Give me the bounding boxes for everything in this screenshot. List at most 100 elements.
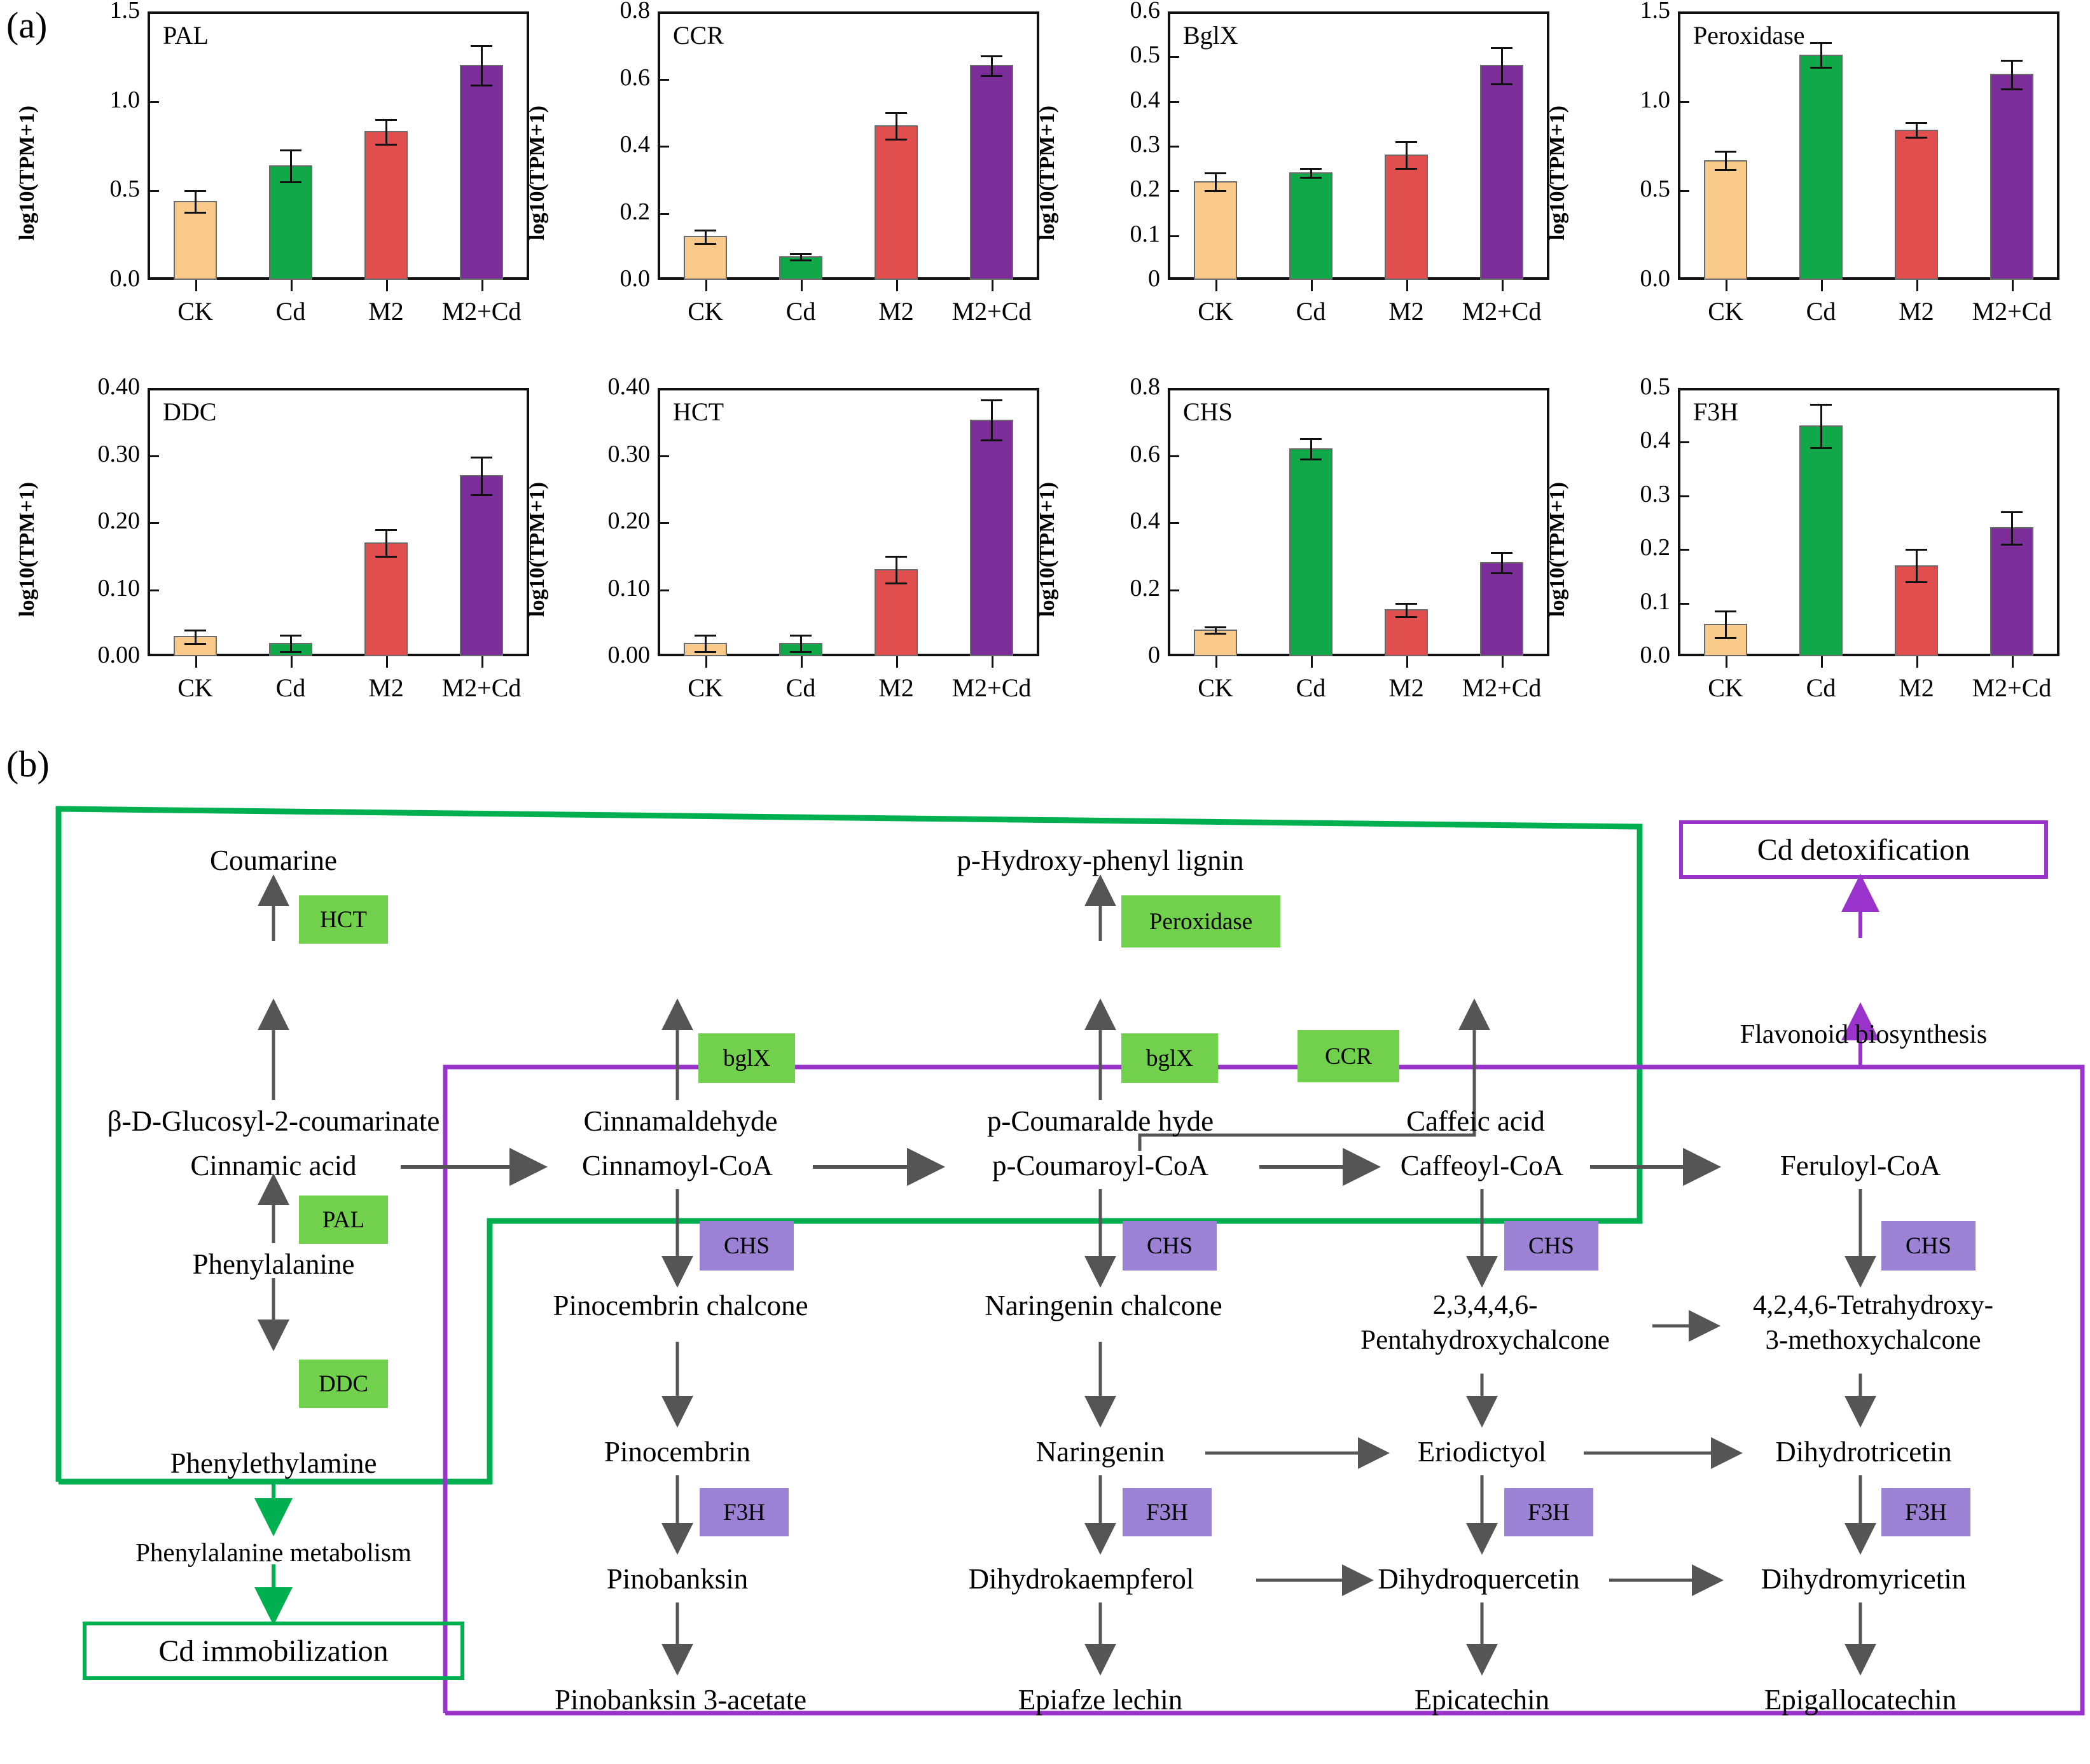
error-bar-cap bbox=[1395, 616, 1417, 618]
y-tick-mark bbox=[148, 388, 159, 390]
bar-m2-cd bbox=[1480, 562, 1523, 656]
enzyme-box-f3h-4[interactable]: F3H bbox=[1881, 1488, 1970, 1536]
pathway-diagram: Coumarine β-D-Glucosyl-2-coumarinate Cin… bbox=[0, 782, 2090, 1764]
enzyme-box-chs-1[interactable]: CHS bbox=[700, 1221, 794, 1271]
node-pinobanksin-3-acetate: Pinobanksin 3-acetate bbox=[554, 1684, 807, 1716]
y-tick-mark bbox=[1168, 455, 1179, 457]
enzyme-box-f3h-3[interactable]: F3H bbox=[1504, 1488, 1593, 1536]
y-tick-mark bbox=[148, 100, 159, 103]
x-tick-label-m2: M2 bbox=[878, 673, 914, 702]
y-tick-label: 0.3 bbox=[1640, 480, 1671, 507]
enzyme-box-peroxidase[interactable]: Peroxidase bbox=[1121, 895, 1280, 947]
y-tick-label: 0.00 bbox=[97, 642, 141, 668]
y-tick-label: 0.8 bbox=[619, 0, 651, 24]
bar-m2-cd bbox=[1990, 74, 2033, 280]
y-axis-label: log10(TPM+1) bbox=[1035, 105, 1059, 240]
node-p-coumaraldehyde: p-Coumaralde hyde bbox=[986, 1105, 1214, 1137]
bar-cd bbox=[1799, 425, 1843, 656]
y-tick-label: 0.0 bbox=[1640, 265, 1671, 292]
x-tick-mark bbox=[1726, 280, 1727, 291]
x-tick-label-m2: M2 bbox=[368, 673, 404, 702]
error-bar-cap bbox=[1906, 136, 1927, 139]
error-bar-cap bbox=[184, 629, 206, 631]
x-tick-mark bbox=[705, 280, 707, 291]
purple-boundary bbox=[443, 1065, 2085, 1716]
bar-ck bbox=[174, 201, 217, 280]
x-tick-mark bbox=[992, 280, 993, 291]
bar-m2 bbox=[1895, 129, 1938, 280]
pathway-boundaries bbox=[55, 806, 2085, 1716]
enzyme-box-chs-2[interactable]: CHS bbox=[1123, 1221, 1217, 1271]
enzyme-box-f3h-1[interactable]: F3H bbox=[700, 1488, 789, 1536]
error-bar-cap bbox=[375, 528, 397, 531]
bar-ck bbox=[1194, 181, 1237, 280]
node-pentahydroxychalcone-line1: 2,3,4,4,6- bbox=[1432, 1290, 1538, 1320]
node-cinnamaldehyde: Cinnamaldehyde bbox=[583, 1105, 778, 1137]
error-bar-cap bbox=[981, 55, 1002, 57]
error-bar-cap bbox=[1491, 572, 1512, 575]
error-bar bbox=[385, 528, 387, 556]
x-tick-mark bbox=[1916, 280, 1918, 291]
error-bar-cap bbox=[885, 139, 907, 141]
y-tick-mark bbox=[148, 455, 159, 457]
y-tick-label: 0.0 bbox=[619, 265, 651, 292]
enzyme-box-f3h-2[interactable]: F3H bbox=[1123, 1488, 1212, 1536]
enzyme-box-ccr[interactable]: CCR bbox=[1298, 1030, 1399, 1082]
bar-m2-cd bbox=[460, 65, 503, 280]
y-tick-label: 1.5 bbox=[109, 0, 141, 24]
error-bar bbox=[480, 45, 483, 85]
x-tick-mark bbox=[1916, 656, 1918, 668]
error-bar-cap bbox=[1395, 602, 1417, 605]
x-tick-mark bbox=[291, 280, 293, 291]
enzyme-box-pal[interactable]: PAL bbox=[299, 1196, 388, 1244]
x-tick-label-ck: CK bbox=[688, 673, 723, 702]
y-tick-label: 0.10 bbox=[607, 574, 651, 602]
y-tick-label: 0.5 bbox=[109, 176, 141, 203]
bar-m2 bbox=[364, 542, 408, 656]
error-bar bbox=[704, 635, 707, 651]
y-tick-label: 0.5 bbox=[1640, 176, 1671, 203]
error-bar bbox=[1820, 41, 1822, 67]
x-tick-label-m2-cd: M2+Cd bbox=[1972, 673, 2052, 702]
outcome-cd-immobilization: Cd immobilization bbox=[83, 1622, 464, 1680]
error-bar-cap bbox=[2001, 543, 2023, 546]
error-bar-cap bbox=[790, 651, 812, 653]
x-tick-label-m2-cd: M2+Cd bbox=[1462, 673, 1542, 702]
enzyme-box-hct[interactable]: HCT bbox=[299, 895, 388, 944]
y-tick-mark bbox=[1678, 100, 1689, 103]
y-tick-label: 1.0 bbox=[109, 86, 141, 113]
x-tick-mark bbox=[481, 280, 483, 291]
x-tick-mark bbox=[801, 656, 803, 668]
enzyme-box-chs-3[interactable]: CHS bbox=[1504, 1221, 1598, 1271]
error-bar-cap bbox=[1205, 626, 1226, 628]
x-tick-label-m2: M2 bbox=[368, 297, 404, 326]
chart-gene-title: BglX bbox=[1183, 21, 1238, 50]
x-tick-mark bbox=[386, 656, 388, 668]
x-tick-mark bbox=[1215, 656, 1217, 668]
enzyme-box-chs-4[interactable]: CHS bbox=[1881, 1221, 1976, 1271]
error-bar bbox=[1915, 549, 1918, 581]
chart-gene-title: PAL bbox=[163, 21, 209, 50]
error-bar bbox=[990, 55, 993, 76]
enzyme-box-bglx-2[interactable]: bglX bbox=[1121, 1033, 1218, 1083]
enzyme-box-bglx-1[interactable]: bglX bbox=[698, 1033, 795, 1083]
chart-gene-title: DDC bbox=[163, 397, 217, 426]
node-phenylalanine-metabolism: Phenylalanine metabolism bbox=[135, 1538, 412, 1567]
bar-m2-cd bbox=[1480, 65, 1523, 280]
node-epigallocatechin: Epigallocatechin bbox=[1764, 1684, 1957, 1716]
y-tick-mark bbox=[1168, 56, 1179, 59]
node-caffeic-acid: Caffeic acid bbox=[1406, 1105, 1545, 1137]
panel-b-label: (b) bbox=[6, 743, 50, 785]
error-bar bbox=[1214, 172, 1217, 191]
pathway-arrows bbox=[254, 874, 1879, 1676]
enzyme-box-ddc[interactable]: DDC bbox=[299, 1360, 388, 1408]
node-p-coumaroyl-coa: p-Coumaroyl-CoA bbox=[992, 1150, 1208, 1182]
y-tick-label: 0.5 bbox=[1640, 373, 1671, 400]
y-tick-label: 0.00 bbox=[607, 642, 651, 668]
x-tick-mark bbox=[1406, 656, 1408, 668]
x-tick-label-cd: Cd bbox=[275, 673, 306, 702]
